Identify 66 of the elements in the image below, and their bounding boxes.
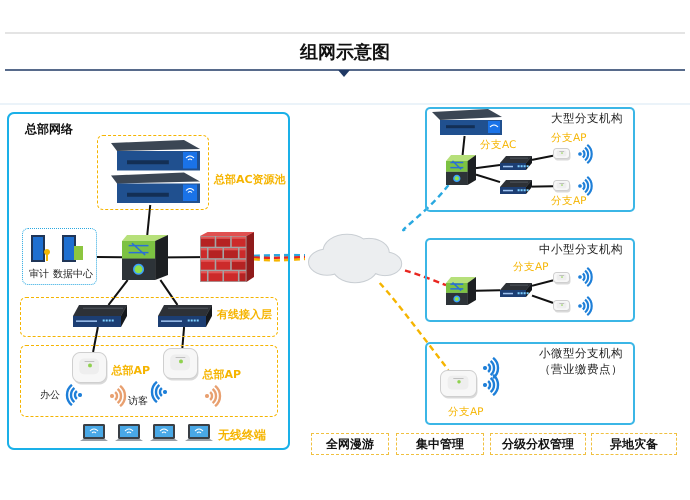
connection-line	[96, 256, 122, 258]
connection-line	[532, 185, 554, 188]
server-label: 数据中心	[53, 269, 93, 281]
dashed-link	[378, 282, 450, 371]
server-label: 审计	[29, 269, 49, 281]
feature-label: 全网漫游	[326, 436, 374, 452]
device-caption: 总部AP	[202, 368, 242, 381]
server-group-box	[22, 228, 97, 285]
feature-box	[396, 433, 484, 455]
connection-line	[181, 326, 186, 348]
access-switch-drawing	[500, 283, 532, 297]
device-caption: 分支AC	[480, 139, 516, 152]
connection-line	[476, 164, 500, 170]
group-title: （营业缴费点）	[539, 363, 623, 377]
group-title: 总部网络	[25, 122, 73, 136]
dashed-link	[404, 269, 446, 286]
device-caption: 分支AP	[551, 132, 587, 145]
access-point-drawing	[553, 300, 571, 312]
feature-label: 集中管理	[416, 436, 464, 452]
feature-box	[311, 433, 389, 455]
connection-line	[532, 154, 554, 161]
feature-box	[591, 433, 677, 455]
device-caption: 分支AP	[448, 406, 484, 419]
core-switch-drawing	[446, 155, 476, 185]
access-switch-drawing	[72, 304, 126, 326]
group-title: 小微型分支机构	[539, 347, 623, 361]
connection-line	[160, 279, 178, 306]
device-caption: 分支AP	[513, 261, 549, 274]
caption-text: 办公	[40, 390, 60, 402]
device-caption: 总部AC资源池	[214, 173, 286, 186]
caption-text: 无线终端	[218, 428, 266, 442]
diagram-title: 组网示意图	[300, 42, 390, 63]
connection-line	[108, 279, 128, 306]
connection-line	[532, 279, 554, 287]
dashed-link	[254, 254, 305, 258]
device-caption: 总部AP	[112, 364, 150, 377]
access-switch-drawing	[158, 304, 212, 326]
core-switch-drawing	[446, 277, 476, 305]
dashed-link	[402, 184, 450, 232]
branch-panel	[425, 238, 635, 322]
network-panel	[7, 112, 290, 450]
feature-label: 异地灾备	[610, 436, 658, 452]
core-switch-drawing	[122, 235, 168, 280]
access-switch-drawing	[500, 180, 532, 194]
device-caption: 分支AP	[551, 195, 587, 208]
branch-panel	[425, 107, 635, 212]
caption-text: 访客	[128, 396, 148, 408]
dashed-group-box	[20, 345, 278, 417]
dashed-link	[254, 256, 306, 259]
feature-box	[490, 433, 586, 455]
group-title: 大型分支机构	[551, 112, 623, 126]
connection-line	[476, 289, 500, 292]
firewall-drawing	[200, 232, 254, 282]
feature-label: 分级分权管理	[502, 436, 574, 452]
access-switch-drawing	[500, 156, 532, 170]
connection-line	[146, 204, 152, 236]
connection-line	[462, 136, 466, 156]
branch-panel	[425, 342, 635, 425]
dashed-link	[254, 258, 306, 262]
group-title: 有线接入层	[217, 308, 272, 322]
dashed-group-box	[20, 297, 278, 337]
connection-line	[92, 326, 99, 352]
group-title: 中小型分支机构	[539, 243, 623, 257]
connection-line	[168, 256, 200, 258]
connection-line	[476, 174, 500, 184]
connection-line	[532, 294, 554, 304]
